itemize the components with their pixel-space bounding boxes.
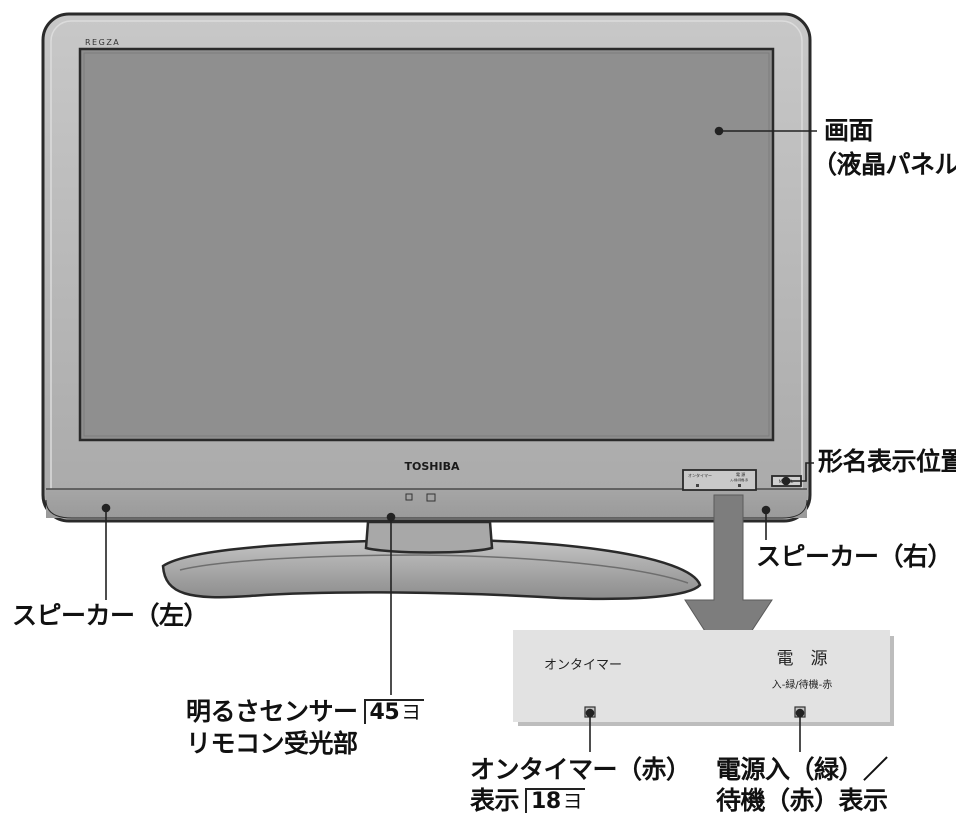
stand-neck [364, 520, 494, 554]
tv-body: REGZA TOSHIBA オンタイマー 電 源 入-緑/待機-赤 MODEL [41, 12, 812, 523]
label-screen-sub: （液晶パネル） [812, 150, 956, 179]
label-speaker-left: スピーカー（左） [12, 601, 209, 630]
label-screen: 画面 [824, 116, 874, 145]
label-speaker-right: スピーカー（右） [756, 542, 953, 571]
screen [78, 47, 775, 442]
hand-pointer-icon: ヨ [401, 700, 421, 724]
hand-pointer-icon: ヨ [562, 789, 583, 813]
detail-power-sub: 入-緑/待機-赤 [772, 678, 833, 691]
label-standby-indicator: 待機（赤）表示 [716, 786, 888, 815]
mini-indicator-panel: オンタイマー 電 源 入-緑/待機-赤 [682, 469, 757, 491]
mini-label-timer: オンタイマー [688, 472, 712, 478]
stand [161, 520, 702, 601]
sensor-window-left [405, 493, 413, 501]
mini-label-power-sub: 入-緑/待機-赤 [730, 477, 748, 482]
label-power-indicator: 電源入（緑）／ [716, 755, 888, 784]
mini-label-power: 電 源 [736, 471, 745, 477]
leader-lines [101, 126, 817, 752]
detail-power-title: 電 源 [777, 649, 828, 669]
label-model-position: 形名表示位置 [818, 447, 956, 476]
toshiba-logo: TOSHIBA [405, 460, 460, 473]
speaker-strip [46, 489, 807, 518]
label-remote-receiver: リモコン受光部 [186, 729, 358, 758]
indicator-detail-panel: オンタイマー 電 源 入-緑/待機-赤 [513, 630, 894, 726]
detail-on-timer-label: オンタイマー [544, 658, 622, 673]
sensor-window-right [426, 493, 436, 502]
stand-base [161, 538, 702, 601]
regza-logo: REGZA [85, 38, 120, 47]
label-on-timer-indicator: オンタイマー（赤） [470, 755, 691, 784]
